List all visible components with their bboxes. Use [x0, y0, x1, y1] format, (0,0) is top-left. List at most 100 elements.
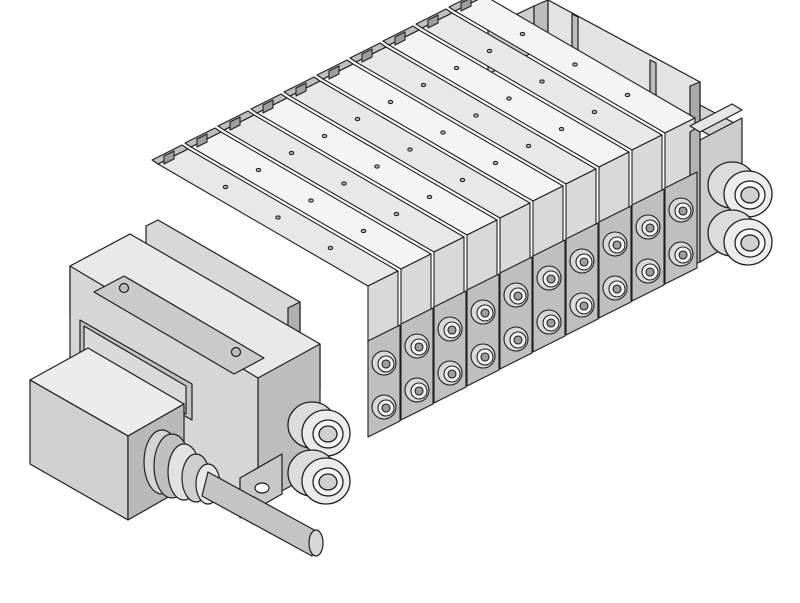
small-fitting-bore — [546, 274, 556, 284]
screw — [327, 245, 334, 251]
base-block — [367, 324, 401, 438]
screw — [321, 133, 328, 139]
base-block — [532, 239, 566, 353]
valve-indicator — [460, 0, 472, 12]
screw — [453, 65, 460, 71]
screw — [506, 96, 512, 101]
screw — [624, 92, 631, 98]
screw — [420, 82, 427, 88]
valve-stack — [151, 0, 696, 345]
screw — [426, 194, 433, 200]
small-fitting-bore — [645, 223, 655, 233]
small-fitting-bore — [546, 318, 556, 328]
valve-indicator — [427, 14, 439, 29]
valve-station — [250, 93, 498, 294]
base-block — [565, 222, 599, 336]
small-fitting-bore — [513, 335, 523, 345]
screw — [572, 62, 578, 67]
screw — [341, 181, 347, 186]
valve-station — [217, 110, 465, 311]
fitting-pair — [466, 273, 500, 387]
small-fitting-bore — [447, 325, 457, 335]
small-fitting-bore — [579, 301, 589, 311]
valve-station — [382, 25, 630, 226]
screw — [255, 167, 262, 173]
large-fitting — [707, 209, 773, 266]
fitting-pair — [598, 205, 632, 319]
small-fitting-bore — [414, 342, 424, 352]
base-block — [400, 307, 434, 421]
valve-station — [448, 0, 696, 192]
base-block — [631, 188, 665, 302]
end-port-fittings-right — [707, 161, 773, 266]
valve-indicator — [394, 31, 406, 46]
small-fitting-bore — [381, 403, 391, 413]
screw — [459, 177, 466, 183]
small-fitting-bore — [447, 369, 457, 379]
base-block — [433, 290, 467, 404]
screw — [407, 147, 413, 152]
valve-indicator — [163, 150, 175, 165]
end-port-fittings-left — [287, 401, 351, 505]
small-fitting-bore — [612, 284, 622, 294]
fitting-pair — [631, 188, 665, 302]
base-block — [499, 256, 533, 370]
screw — [308, 198, 314, 203]
screw — [539, 79, 545, 84]
screw — [519, 31, 526, 37]
valve-indicator — [262, 99, 274, 114]
fitting-pair — [499, 256, 533, 370]
valve-indicator — [229, 116, 241, 131]
small-fitting-bore — [579, 257, 589, 267]
cable — [201, 471, 324, 557]
valve-station — [349, 42, 597, 243]
screw — [558, 126, 565, 132]
screw — [440, 130, 446, 135]
small-fitting-bore — [678, 206, 688, 216]
screw — [288, 150, 295, 156]
screw — [473, 113, 479, 118]
fitting-pair — [565, 222, 599, 336]
screw — [360, 228, 367, 234]
small-fitting-bore — [678, 250, 688, 260]
small-fitting-bore — [480, 352, 490, 362]
screw — [374, 164, 380, 169]
small-fitting-bore — [381, 359, 391, 369]
valve-station — [283, 76, 531, 277]
screw — [354, 116, 361, 122]
screw — [486, 48, 493, 54]
fitting-array — [367, 171, 698, 438]
screw — [525, 143, 532, 149]
small-fitting-bore — [612, 240, 622, 250]
screw — [393, 211, 400, 217]
screw — [222, 184, 229, 190]
small-fitting-bore — [513, 291, 523, 301]
small-fitting-bore — [414, 386, 424, 396]
valve-station — [415, 8, 663, 209]
end-plate-left — [29, 219, 321, 521]
base-block — [598, 205, 632, 319]
screw — [387, 99, 394, 105]
fitting-pair — [433, 290, 467, 404]
valve-station — [184, 127, 432, 328]
large-fitting — [287, 401, 351, 457]
large-fitting — [707, 161, 773, 218]
large-fitting — [287, 449, 351, 505]
base-block — [466, 273, 500, 387]
base-block — [664, 171, 698, 285]
valve-indicator — [196, 133, 208, 148]
screw — [275, 215, 281, 220]
small-fitting-bore — [645, 267, 655, 277]
valve-indicator — [295, 82, 307, 97]
valve-indicator — [361, 48, 373, 63]
valve-indicator — [328, 65, 340, 80]
fitting-pair — [400, 307, 434, 421]
valve-station — [316, 59, 564, 260]
screw — [591, 109, 598, 115]
fitting-pair — [664, 171, 698, 285]
small-fitting-bore — [480, 308, 490, 318]
screw — [492, 160, 499, 166]
fitting-pair — [532, 239, 566, 353]
